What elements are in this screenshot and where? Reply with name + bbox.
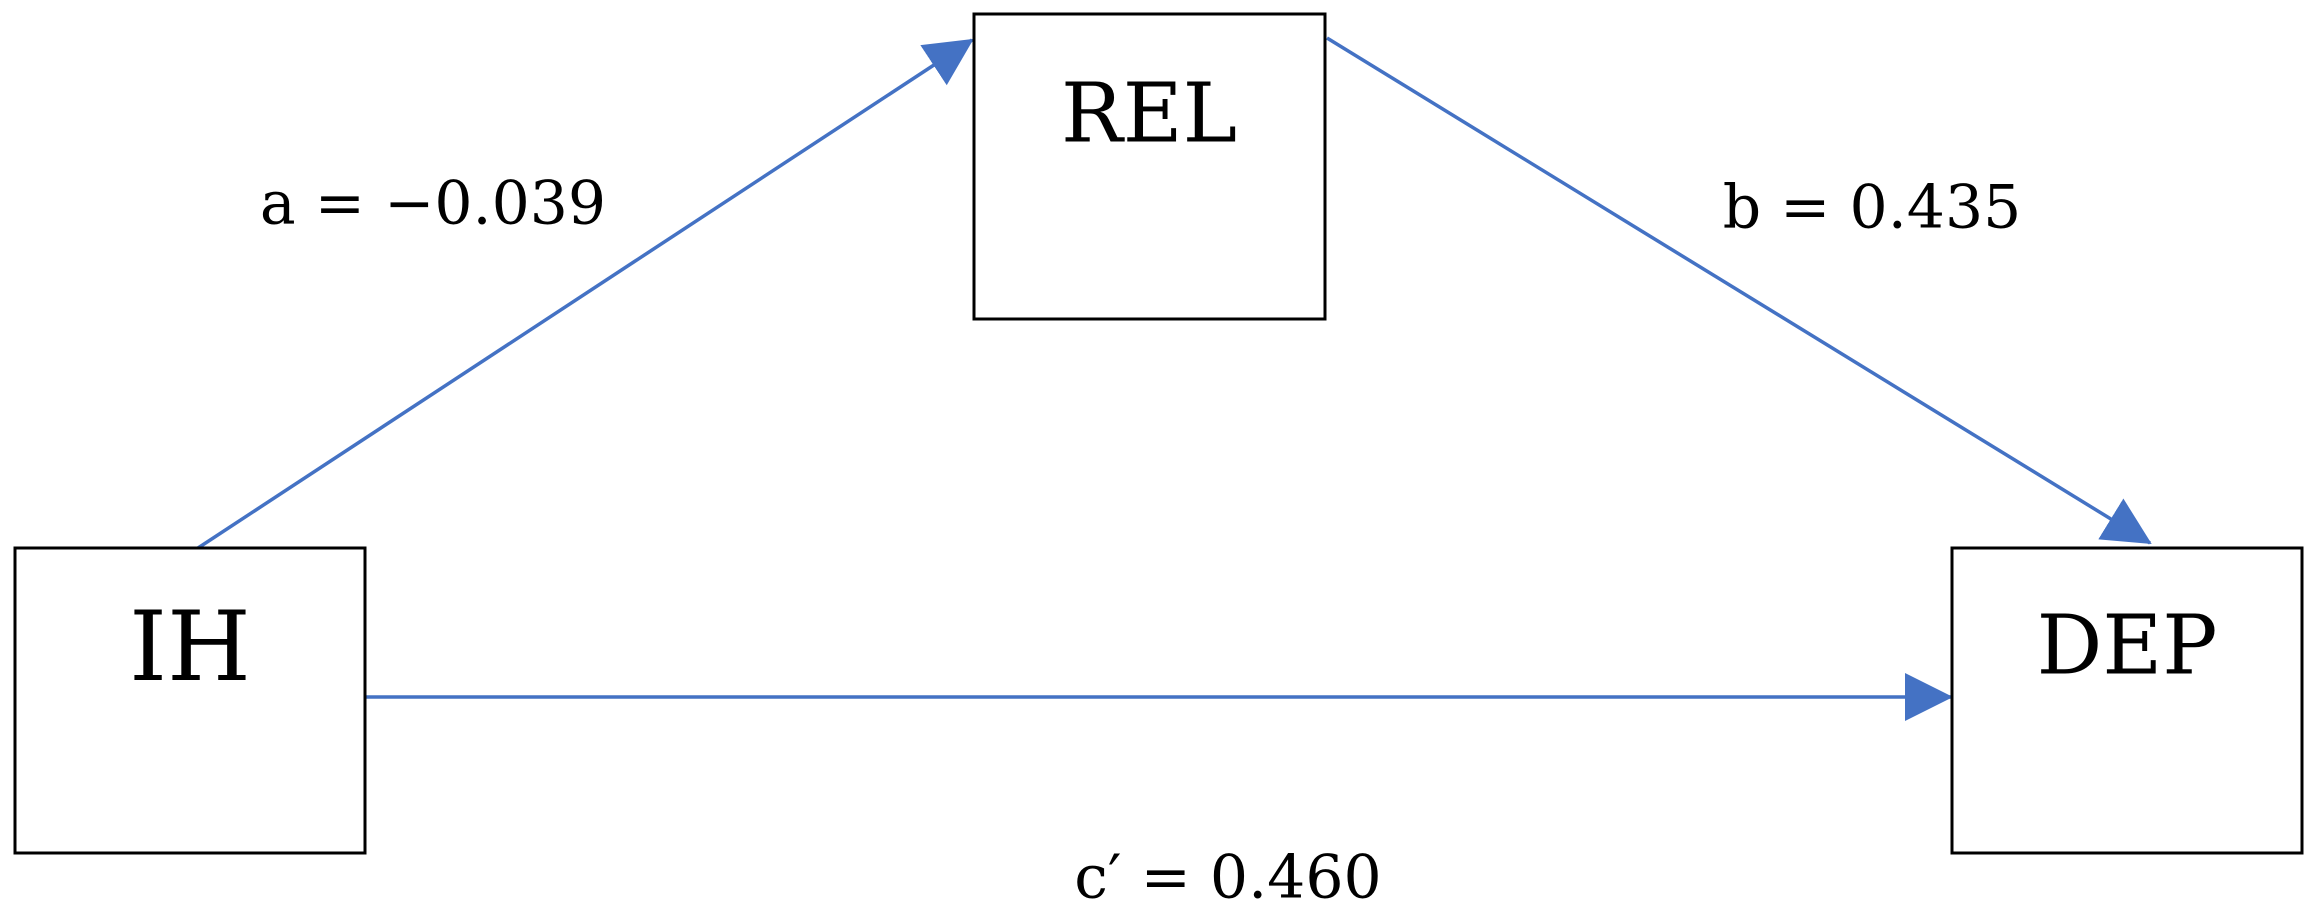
path-b-label: b = 0.435 <box>1723 173 2022 243</box>
node-dep: DEP <box>1950 546 2304 855</box>
node-dep-box <box>1950 546 2304 855</box>
path-c-prime-label: c′ = 0.460 <box>1074 843 1381 913</box>
node-ih: IH <box>13 546 367 855</box>
path-a-arrow <box>197 38 974 550</box>
path-a-label: a = −0.039 <box>260 169 606 239</box>
path-b-arrow <box>1326 36 2152 545</box>
node-dep-label: DEP <box>2037 599 2218 694</box>
node-rel-label: REL <box>1061 67 1237 162</box>
node-ih-box <box>13 546 367 855</box>
node-ih-label: IH <box>129 591 251 703</box>
node-rel-box <box>972 12 1327 321</box>
node-rel: REL <box>972 12 1327 321</box>
